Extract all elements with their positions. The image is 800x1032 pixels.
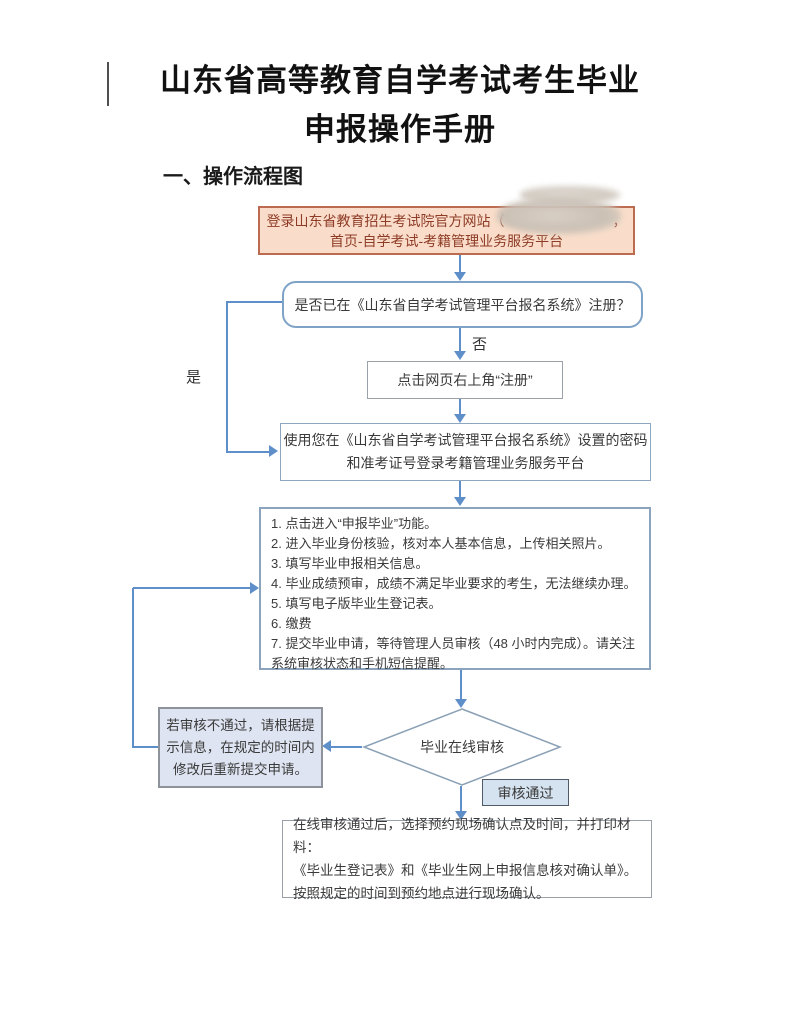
arrowhead-review-final (455, 811, 467, 820)
arrowhead-review-fail (322, 740, 331, 752)
connector-login-decision (459, 255, 461, 273)
step-item: 3. 填写毕业申报相关信息。 (271, 556, 429, 571)
arrowhead-platform-steps (454, 497, 466, 506)
arrowhead-login-decision (454, 272, 466, 281)
flow-diamond-review: 毕业在线审核 (362, 708, 562, 786)
fail-line-2: 示信息，在规定的时间内 (166, 739, 315, 755)
login-line1-prefix: 登录山东省教育招生考试院官方网站（ (266, 212, 505, 229)
platform-line-2: 和准考证号登录考籍管理业务服务平台 (346, 455, 585, 471)
branch-label-yes: 是 (186, 369, 202, 386)
final-line-2: 《毕业生登记表》和《毕业生网上申报信息核对确认单》。 (293, 863, 638, 878)
flow-decision-registered: 是否已在《山东省自学考试管理平台报名系统》注册？ (282, 281, 643, 328)
flow-box-login-platform: 使用您在《山东省自学考试管理平台报名系统》设置的密码 和准考证号登录考籍管理业务… (280, 423, 651, 481)
connector-yes-vertical (226, 301, 228, 453)
step-item: 6. 缴费 (271, 616, 312, 631)
title-accent-bar (107, 62, 109, 106)
connector-platform-steps (459, 481, 461, 498)
connector-review-final (460, 786, 462, 812)
connector-review-fail (331, 746, 362, 748)
flow-box-steps: 1. 点击进入“申报毕业”功能。 2. 进入毕业身份核验，核对本人基本信息，上传… (259, 507, 651, 671)
step-item: 5. 填写电子版毕业生登记表。 (271, 596, 442, 611)
flow-box-final: 在线审核通过后，选择预约现场确认点及时间，并打印材料： 《毕业生登记表》和《毕业… (282, 817, 652, 901)
step-item: 4. 毕业成绩预审，成绩不满足毕业要求的考生，无法继续办理。 (271, 576, 637, 591)
fail-line-3: 修改后重新提交申请。 (173, 761, 308, 777)
arrowhead-register-platform (454, 414, 466, 423)
connector-register-platform (459, 399, 461, 415)
connector-yes-top (227, 301, 282, 303)
step-item: 2. 进入毕业身份核验，核对本人基本信息，上传相关照片。 (271, 536, 611, 551)
branch-label-no: 否 (472, 336, 488, 353)
step-item: 7. 提交毕业申请，等待管理人员审核（48 小时内完成）。请关注系统审核状态和手… (271, 636, 636, 671)
redaction-smudge (497, 198, 621, 234)
login-box-line-2: 首页-自学考试-考籍管理业务服务平台 (329, 232, 564, 249)
connector-fail-loop-top (133, 587, 250, 589)
step-item: 1. 点击进入“申报毕业”功能。 (271, 516, 438, 531)
final-line-3: 按照规定的时间到预约地点进行现场确认。 (293, 886, 550, 901)
section-heading: 一、操作流程图 (163, 166, 303, 188)
flow-box-review-fail: 若审核不通过，请根据提 示信息，在规定的时间内 修改后重新提交申请。 (158, 707, 323, 788)
diamond-label: 毕业在线审核 (420, 739, 504, 755)
connector-fail-loop-bottom (133, 746, 158, 748)
arrowhead-loop-steps (250, 582, 259, 594)
flow-box-register: 点击网页右上角“注册” (367, 361, 563, 399)
arrowhead-decision-register (454, 351, 466, 360)
connector-yes-bottom (227, 451, 269, 453)
review-pass-label: 审核通过 (482, 779, 569, 806)
final-line-1: 在线审核通过后，选择预约现场确认点及时间，并打印材料： (293, 817, 631, 855)
title-line-1: 山东省高等教育自学考试考生毕业 (160, 63, 640, 98)
connector-decision-register (459, 328, 461, 352)
diamond-shape (362, 708, 562, 786)
document-title: 山东省高等教育自学考试考生毕业 申报操作手册 (0, 56, 800, 154)
platform-line-1: 使用您在《山东省自学考试管理平台报名系统》设置的密码 (283, 432, 648, 448)
fail-line-1: 若审核不通过，请根据提 (166, 717, 315, 733)
title-line-2: 申报操作手册 (304, 112, 496, 147)
arrowhead-yes-platform (269, 445, 278, 457)
connector-steps-review (460, 670, 462, 700)
connector-fail-loop-vertical (132, 588, 134, 748)
arrowhead-steps-review (455, 699, 467, 708)
